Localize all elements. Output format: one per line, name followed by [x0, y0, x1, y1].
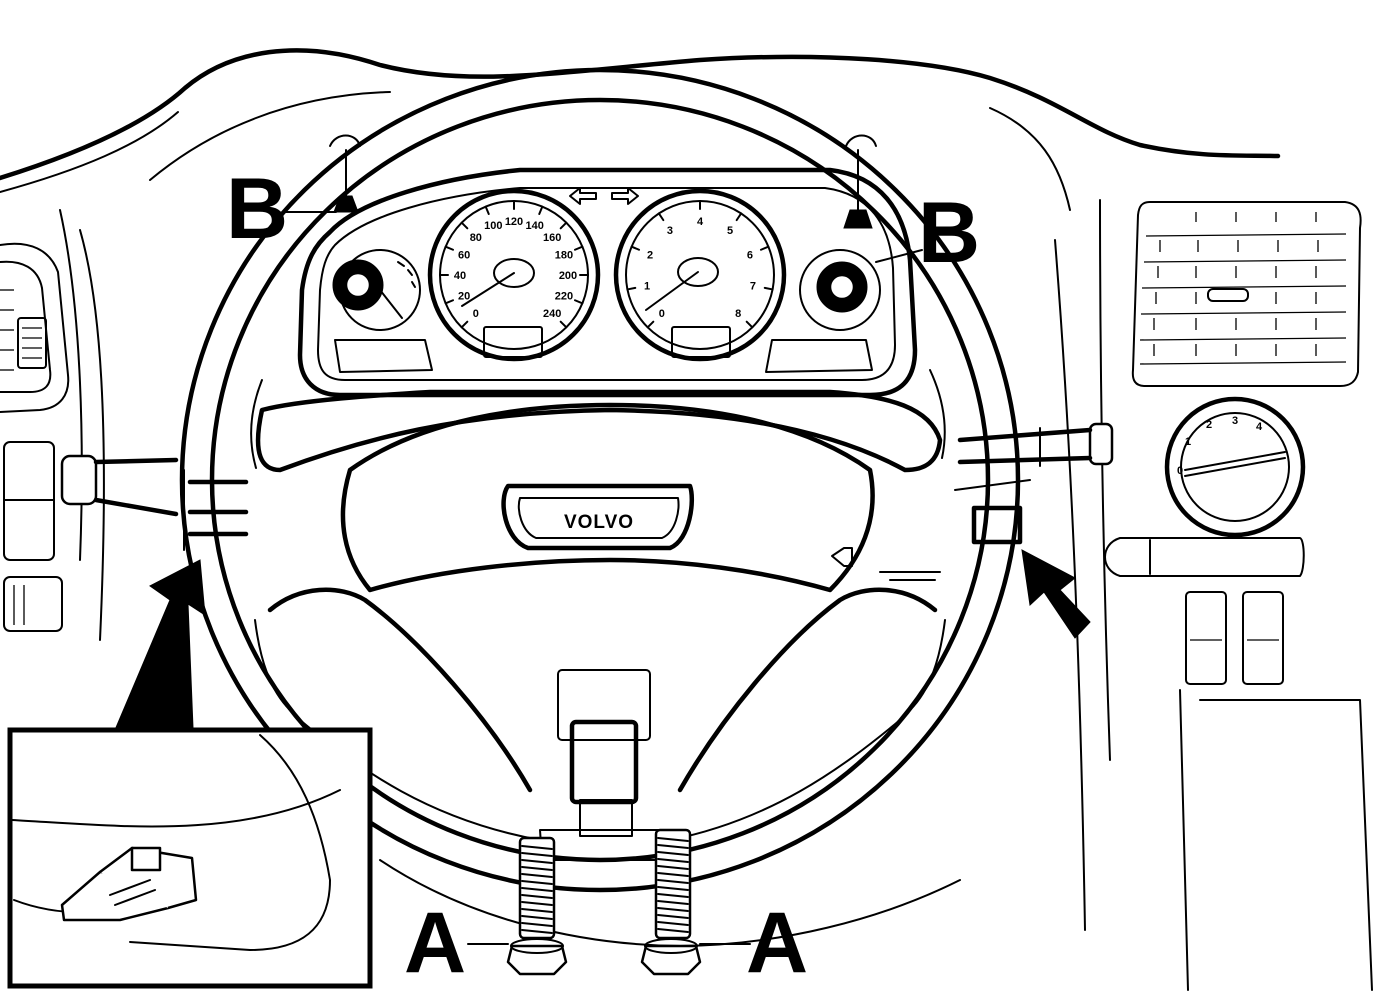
brand-logo: VOLVO — [501, 483, 695, 551]
steering-wheel: VOLVO — [179, 67, 1021, 893]
bolt-thread — [521, 922, 553, 927]
speedometer-label: 200 — [559, 270, 577, 282]
bolt-thread — [657, 858, 689, 863]
speedometer-label: 40 — [454, 270, 466, 282]
speedometer-label: 120 — [505, 216, 523, 228]
tachometer-label: 4 — [697, 216, 704, 228]
bolt-thread — [521, 859, 553, 864]
bolt-thread — [521, 929, 553, 934]
speedometer-label: 240 — [543, 308, 561, 320]
speedometer-tick — [460, 221, 469, 230]
tachometer-tick — [630, 245, 641, 251]
speedometer-label: 180 — [555, 249, 573, 261]
bolt-thread — [521, 908, 553, 913]
fan-label-2: 2 — [1206, 419, 1212, 431]
speedometer-label: 160 — [543, 232, 561, 244]
bolt-thread — [521, 866, 553, 871]
speedometer-tick — [538, 205, 544, 216]
tachometer-label: 6 — [747, 249, 753, 261]
bolt-thread — [657, 865, 689, 870]
speedometer-tick — [444, 299, 455, 305]
turn-signal-right-icon — [611, 187, 639, 205]
fan-label-1: 1 — [1185, 436, 1191, 448]
speedometer-label: 220 — [555, 291, 573, 303]
bolt-thread — [657, 900, 689, 905]
callout-a-left: A — [404, 895, 466, 991]
tachometer-label: 1 — [644, 281, 650, 293]
fan-speed-dial: 0 1 2 3 4 — [1164, 396, 1306, 538]
bolt-thread — [521, 915, 553, 920]
bolt-thread — [657, 879, 689, 884]
speedometer-label: 140 — [525, 220, 543, 232]
bolt-thread — [657, 837, 689, 842]
tachometer-tick — [735, 212, 743, 222]
bolt-thread — [657, 914, 689, 919]
callout-a-right: A — [746, 895, 808, 991]
bolt-thread — [521, 887, 553, 892]
bolt-thread — [657, 921, 689, 926]
speedometer-label: 100 — [484, 220, 502, 232]
tachometer-tick — [646, 320, 655, 329]
tachometer-tick — [657, 212, 665, 222]
bolt-thread — [657, 886, 689, 891]
tachometer-tick — [626, 286, 637, 291]
tachometer-tick — [745, 320, 754, 329]
tachometer-tick — [763, 286, 774, 291]
right-air-vent — [1131, 201, 1362, 387]
tachometer-tick — [759, 245, 770, 251]
bolt-thread — [521, 901, 553, 906]
fan-label-0: 0 — [1177, 465, 1183, 477]
clip-b-left: B — [226, 134, 361, 257]
fan-label-3: 3 — [1232, 415, 1238, 427]
bolt-thread — [657, 907, 689, 912]
speedometer-tick — [484, 205, 490, 216]
inset-detail-clip — [7, 727, 373, 989]
tachometer-label: 2 — [647, 249, 653, 261]
speedometer-tick — [573, 299, 584, 305]
speedometer-label: 0 — [473, 308, 479, 320]
bolt-thread — [521, 852, 553, 857]
bolt-thread — [657, 872, 689, 877]
right-stalk — [954, 422, 1114, 545]
speedometer-tick — [573, 245, 584, 251]
speedometer-tick — [559, 221, 568, 230]
fan-label-4: 4 — [1256, 421, 1263, 433]
clip-b-right: B — [843, 134, 980, 281]
bolt-thread — [657, 844, 689, 849]
direction-arrow-icon — [1021, 549, 1091, 639]
bolt-thread — [521, 845, 553, 850]
bolt-thread — [521, 873, 553, 878]
tachometer-label: 0 — [659, 308, 665, 320]
speedometer-tick — [444, 245, 455, 251]
speedometer-tick — [460, 320, 469, 329]
tachometer: 0 1 2 3 4 5 6 7 8 — [613, 188, 787, 362]
callout-b-right: B — [918, 185, 980, 281]
left-side-panel — [0, 242, 70, 632]
turn-signal-left-icon — [569, 187, 597, 205]
bolt-a-right: A — [640, 828, 808, 991]
bolt-a-left: A — [404, 836, 568, 991]
right-switch-panel — [1104, 537, 1305, 685]
speedometer-label: 20 — [458, 291, 470, 303]
speedometer-label: 60 — [458, 249, 470, 261]
bolt-thread — [521, 894, 553, 899]
tachometer-label: 3 — [667, 225, 673, 237]
direction-arrow-icon — [114, 559, 206, 731]
bolt-thread — [657, 851, 689, 856]
speedometer-tick — [559, 320, 568, 329]
svg-text:VOLVO: VOLVO — [564, 512, 634, 533]
bolt-thread — [657, 928, 689, 933]
tachometer-label: 7 — [750, 281, 756, 293]
tachometer-label: 8 — [735, 308, 741, 320]
left-stalk — [60, 454, 249, 551]
callout-b-left: B — [226, 161, 288, 257]
speedometer-label: 80 — [470, 232, 482, 244]
bolt-thread — [657, 893, 689, 898]
dashboard-outline — [0, 48, 1373, 991]
bolt-thread — [521, 880, 553, 885]
tachometer-label: 5 — [727, 225, 733, 237]
